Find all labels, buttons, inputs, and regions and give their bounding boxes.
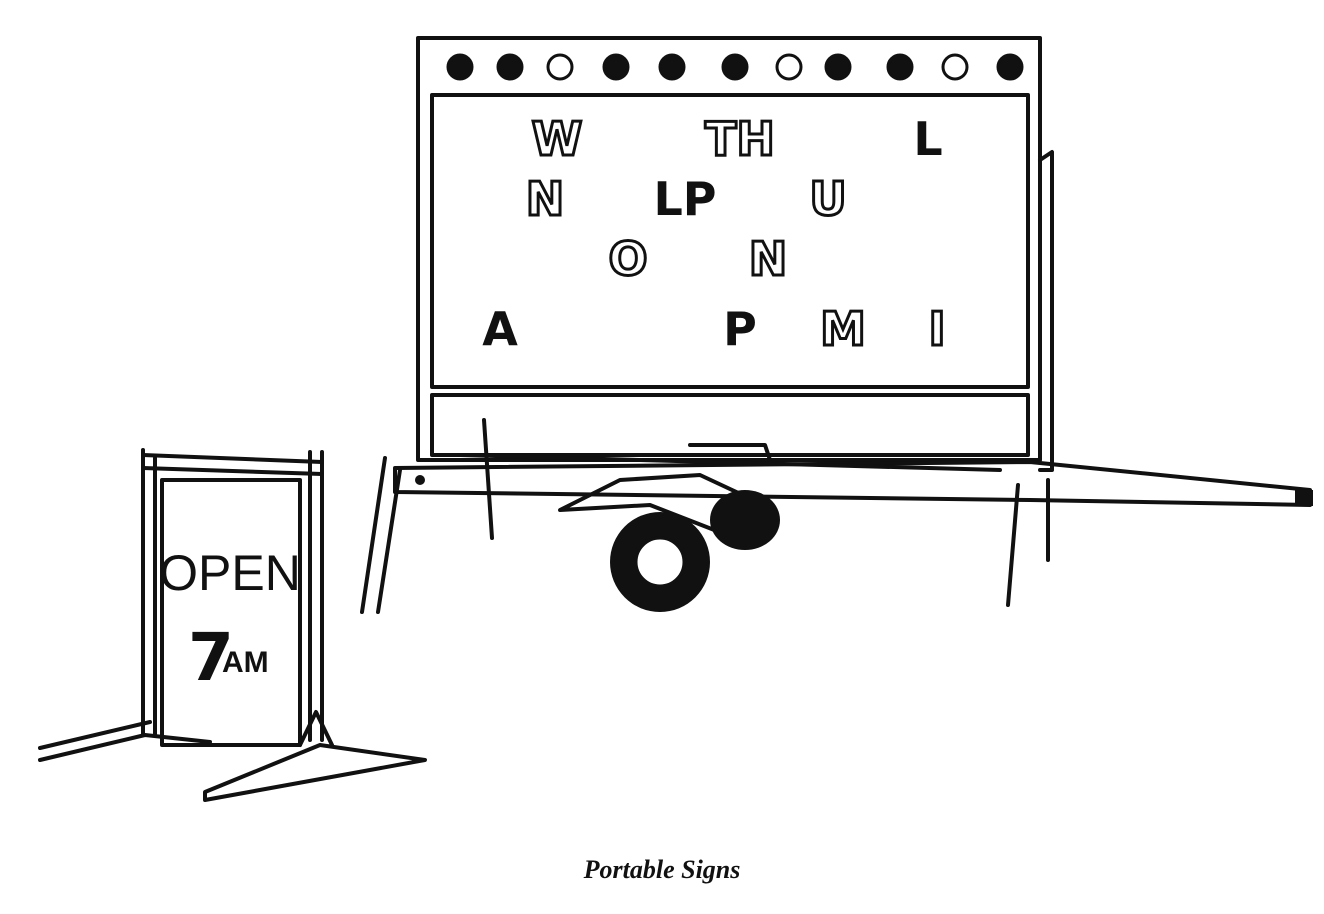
sign-letter: O — [608, 232, 647, 286]
tow-hitch — [1295, 490, 1313, 506]
sign-board — [160, 478, 302, 747]
sign-letter: U — [809, 172, 846, 226]
warning-light — [496, 53, 524, 81]
support-legs — [482, 418, 1050, 607]
fender — [710, 490, 780, 550]
warning-light — [546, 53, 574, 81]
figure-caption: Portable Signs — [583, 855, 741, 884]
sign-letter: TH — [705, 112, 775, 166]
wheel-hub — [634, 536, 686, 588]
open-text: OPEN — [159, 545, 301, 601]
warning-light — [658, 53, 686, 81]
trailer-chassis — [393, 460, 1312, 507]
posts — [141, 448, 324, 742]
sign-letter: N — [526, 172, 565, 226]
right-foot — [203, 710, 427, 802]
sign-letter: L — [913, 112, 942, 166]
sign-letter: M — [820, 302, 866, 356]
sign-letter: P — [723, 302, 757, 356]
warning-light — [775, 53, 803, 81]
warning-light — [824, 53, 852, 81]
a-frame-sign: OPEN 7 AM — [38, 448, 427, 802]
lower-panel — [430, 393, 1030, 457]
sign-letter: I — [928, 302, 945, 356]
seven-text: 7 — [188, 619, 234, 696]
front-leg — [360, 456, 402, 614]
warning-light — [721, 53, 749, 81]
hitch-bolt — [415, 475, 425, 485]
am-text: AM — [222, 646, 269, 679]
warning-light — [941, 53, 969, 81]
message-panel — [430, 93, 1030, 389]
sign-frame — [416, 36, 1042, 462]
warning-light — [996, 53, 1024, 81]
warning-light — [446, 53, 474, 81]
sign-letter: W — [532, 112, 583, 166]
chassis-rail — [458, 443, 1002, 472]
mast — [1038, 150, 1054, 472]
top-bar — [141, 453, 324, 476]
sign-letter: N — [749, 232, 788, 286]
warning-light — [602, 53, 630, 81]
sign-letter: LP — [653, 172, 716, 226]
warning-light — [886, 53, 914, 81]
left-foot — [38, 720, 212, 762]
warning-lights — [446, 53, 1024, 81]
sign-letter: A — [482, 302, 518, 356]
